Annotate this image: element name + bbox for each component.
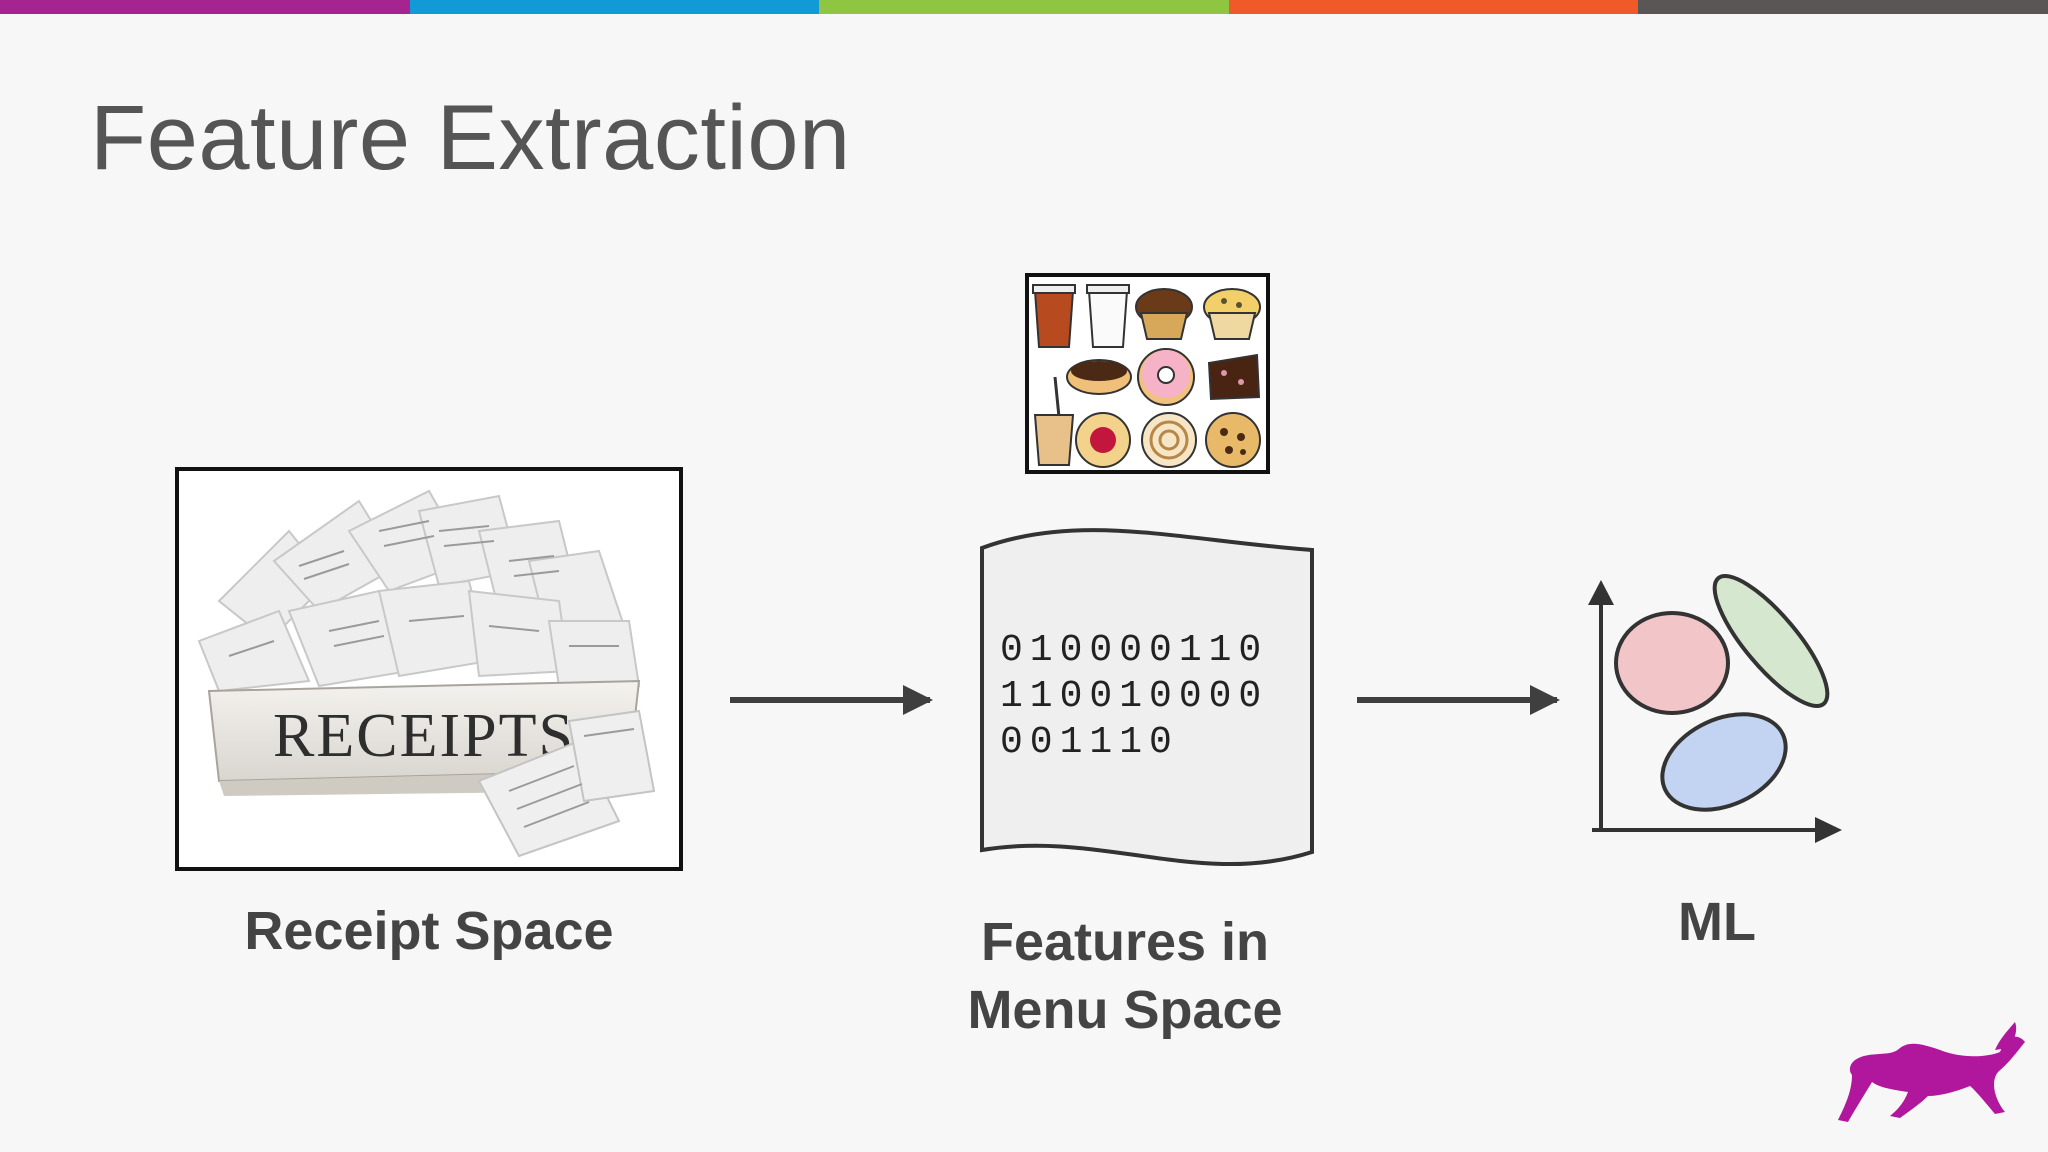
- cinnamon-roll-icon: [1141, 412, 1197, 468]
- eclair-icon: [1066, 359, 1132, 395]
- feature-bits: 010000110 110010000 001110: [1000, 628, 1300, 766]
- bits-line-2: 110010000: [1000, 675, 1269, 718]
- donut-icon: [1137, 348, 1195, 406]
- cluster-green: [1712, 573, 1830, 709]
- y-axis-arrowhead: [1588, 580, 1614, 605]
- cookie-icon: [1205, 412, 1261, 468]
- color-bar-segment: [1638, 0, 2048, 14]
- features-caption-line-2: Menu Space: [967, 980, 1283, 1040]
- iced-latte-icon: [1033, 376, 1075, 466]
- menu-items-image: [1025, 273, 1270, 474]
- hot-coffee-icon: [1032, 284, 1076, 348]
- receipt-space-caption: Receipt Space: [244, 901, 614, 961]
- cluster-blue: [1660, 712, 1788, 812]
- top-color-bar: [0, 0, 2048, 14]
- chocolate-muffin-icon: [1135, 288, 1193, 340]
- bits-line-1: 010000110: [1000, 629, 1269, 672]
- ml-cluster-plot: [1588, 573, 1842, 843]
- color-bar-segment: [0, 0, 410, 14]
- slide-title: Feature Extraction: [90, 87, 851, 189]
- cluster-red: [1614, 611, 1730, 715]
- ml-caption: ML: [1678, 892, 1756, 952]
- bits-line-3: 001110: [1000, 721, 1179, 764]
- color-bar-segment: [409, 0, 820, 14]
- blueberry-muffin-icon: [1203, 288, 1261, 340]
- receipts-illustration: RECEIPTS: [197, 489, 656, 858]
- features-caption-line-1: Features in: [980, 912, 1270, 972]
- brownie-icon: [1207, 353, 1261, 401]
- iced-cup-icon: [1086, 284, 1130, 348]
- dog-logo-icon: [1838, 1022, 2025, 1122]
- receipts-image: RECEIPTS: [175, 467, 683, 871]
- color-bar-segment: [819, 0, 1229, 14]
- features-caption: Features in Menu Space: [900, 908, 1350, 1044]
- color-bar-segment: [1228, 0, 1639, 14]
- danish-icon: [1075, 412, 1131, 468]
- feature-vector-document: [980, 528, 1314, 867]
- x-axis-arrowhead: [1815, 817, 1842, 843]
- menu-items-grid: [1032, 284, 1261, 468]
- receipts-box-label: RECEIPTS: [273, 702, 575, 770]
